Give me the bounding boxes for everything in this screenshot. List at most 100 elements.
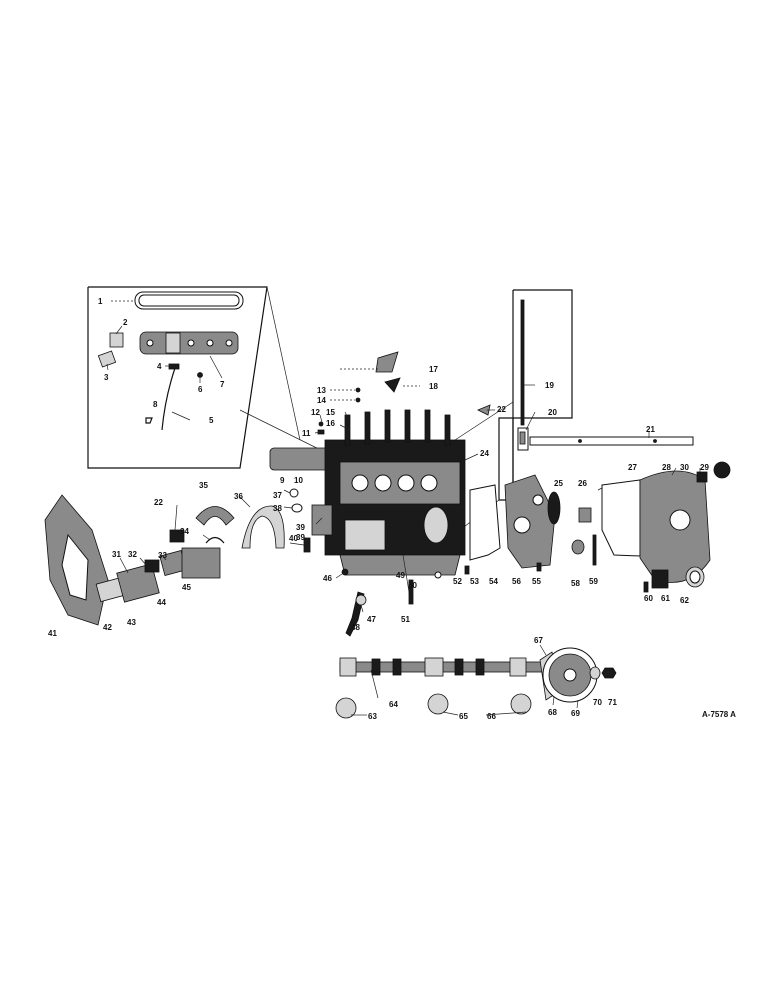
cover-nut-hole [187, 339, 195, 347]
callout-58: 58 [571, 579, 580, 588]
callout-19: 19 [545, 381, 554, 390]
cover-hole [669, 509, 691, 531]
part-22-left [169, 529, 185, 543]
front-plate-56 [504, 474, 556, 569]
callout-5: 5 [209, 416, 214, 425]
bushing-63 [335, 697, 357, 719]
ring-52 [434, 571, 442, 579]
callout-53: 53 [470, 577, 479, 586]
callout-20: 20 [548, 408, 557, 417]
callout-52: 52 [453, 577, 462, 586]
cover-nut [197, 372, 203, 378]
callout-18: 18 [429, 382, 438, 391]
bracket-32 [144, 559, 160, 573]
callout-70: 70 [593, 698, 602, 707]
stud-51 [408, 579, 414, 605]
breather-tube [97, 350, 117, 368]
bolt-52 [464, 565, 470, 575]
gasket-54 [469, 484, 501, 561]
callout-32: 32 [128, 550, 137, 559]
callout-30: 30 [680, 463, 689, 472]
callout-38: 38 [273, 504, 282, 513]
plate-hole [513, 516, 531, 534]
cam-gear-69-hub [563, 668, 577, 682]
callout-31: 31 [112, 550, 121, 559]
washer-70 [589, 666, 601, 680]
callout-36: 36 [234, 492, 243, 501]
bolt-55 [536, 562, 542, 572]
callout-62: 62 [680, 596, 689, 605]
callout-45: 45 [182, 583, 191, 592]
callout-37: 37 [273, 491, 282, 500]
projection-line [454, 401, 514, 441]
gear-25 [547, 491, 561, 525]
oil-pan-flange [339, 554, 461, 576]
starter-mount [311, 504, 333, 536]
projection-line [266, 286, 301, 441]
seal-58 [571, 539, 585, 555]
bracket-17 [375, 351, 399, 373]
part-37 [289, 488, 299, 498]
cam-journal [509, 657, 527, 677]
callout-40: 40 [289, 534, 298, 543]
callout-46: 46 [323, 574, 332, 583]
callout-11: 11 [302, 429, 311, 438]
plate-hole [532, 494, 544, 506]
cover-nut-hole [225, 339, 233, 347]
callout-64: 64 [389, 700, 398, 709]
callout-43: 43 [127, 618, 136, 627]
nut-71 [601, 667, 617, 679]
bell-housing-opening [61, 533, 89, 601]
callout-47: 47 [367, 615, 376, 624]
callout-35: 35 [199, 481, 208, 490]
callout-42: 42 [103, 623, 112, 632]
callout-1: 1 [98, 297, 103, 306]
dipstick-rod [520, 299, 525, 426]
callout-9: 9 [280, 476, 285, 485]
drawing-reference: A-7578 A [702, 710, 736, 719]
callout-65: 65 [459, 712, 468, 721]
dipstick-tube-insert [519, 431, 526, 445]
callout-3: 3 [104, 373, 109, 382]
breather-bracket [109, 332, 124, 348]
callout-26: 26 [578, 479, 587, 488]
rocker-cover-inset-panel [87, 286, 268, 469]
bushing-66 [510, 693, 532, 715]
cap-29 [713, 461, 731, 479]
bearing-35 [195, 506, 235, 526]
bearing-cap-45 [181, 547, 221, 579]
callout-69: 69 [571, 709, 580, 718]
part-12 [318, 421, 324, 427]
part-38 [291, 503, 303, 513]
callout-51: 51 [401, 615, 410, 624]
cover-nut-hole [146, 339, 154, 347]
callout-12: 12 [311, 408, 320, 417]
bolt-13 [355, 387, 361, 393]
callout-56: 56 [512, 577, 521, 586]
bolt-14 [355, 397, 361, 403]
seal-62-inner [689, 570, 701, 584]
breather-pipe [161, 367, 176, 431]
callout-13: 13 [317, 386, 326, 395]
callout-68: 68 [548, 708, 557, 717]
cam-journal [424, 657, 444, 677]
fitting-30 [696, 471, 708, 483]
callout-28: 28 [662, 463, 671, 472]
dipstick-inset-panel [498, 289, 573, 501]
pipe-clamp [145, 417, 153, 424]
callout-17: 17 [429, 365, 438, 374]
callout-50: 50 [408, 581, 417, 590]
rocker-cover-gasket-inner [138, 294, 240, 307]
bracket-18 [384, 377, 401, 393]
callout-67: 67 [534, 636, 543, 645]
callout-7: 7 [220, 380, 225, 389]
callout-27: 27 [628, 463, 637, 472]
callout-10: 10 [294, 476, 303, 485]
dipstick-mark [578, 439, 582, 443]
plug-46 [341, 568, 349, 576]
callout-48: 48 [351, 623, 360, 632]
dipstick-mark [653, 439, 657, 443]
pin-60 [643, 581, 649, 593]
callout-22-top: 22 [497, 405, 506, 414]
